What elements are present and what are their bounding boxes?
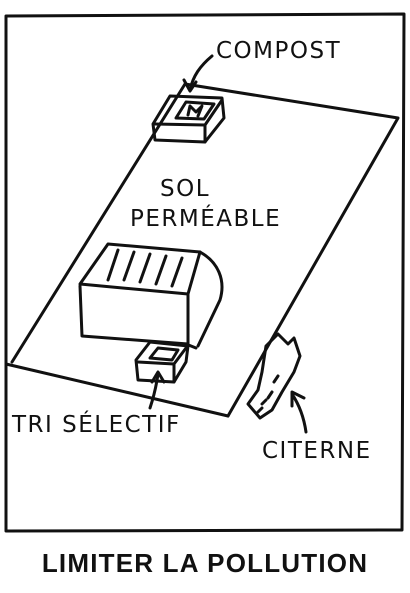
sorting-bin — [134, 340, 190, 384]
sorting-arrow — [148, 372, 160, 410]
soil-label-line2: PERMÉABLE — [130, 204, 281, 232]
drawing-frame — [4, 12, 406, 533]
compost-box — [151, 94, 226, 144]
tank-label: CITERNE — [262, 438, 372, 464]
rainwater-tank — [246, 332, 302, 420]
ground-line — [4, 362, 230, 418]
sorting-label: TRI SÉLECTIF — [11, 410, 181, 438]
house — [78, 242, 224, 350]
compost-label: COMPOST — [216, 38, 341, 64]
tank-arrow — [290, 392, 308, 434]
caption-title: LIMITER LA POLLUTION — [41, 548, 369, 578]
compost-arrow — [188, 54, 214, 92]
soil-label-line1: SOL — [160, 176, 210, 202]
permeable-ground-plot — [10, 82, 400, 418]
